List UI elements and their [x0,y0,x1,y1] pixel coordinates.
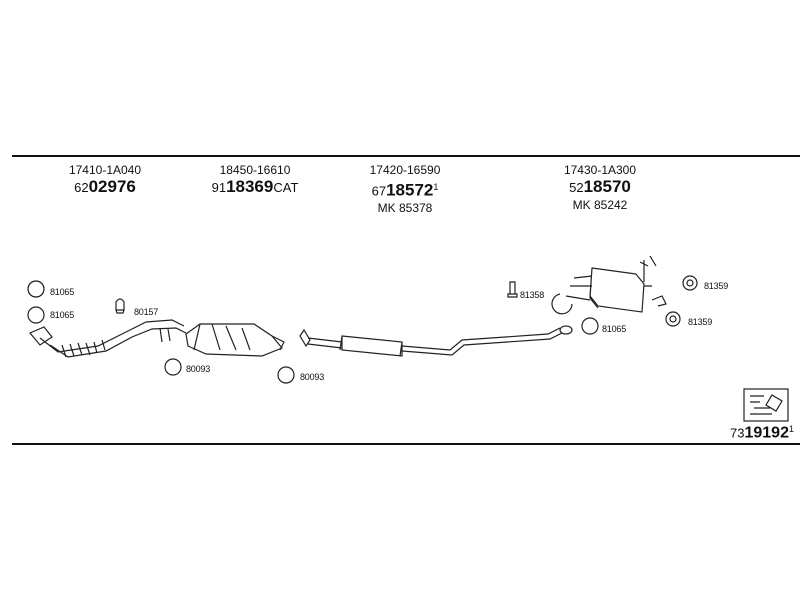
front-pipe [29,319,187,358]
oe-number: 18450-16610 [219,163,291,177]
reference-number: 73191921 [730,424,794,442]
part-number: 6202976 [74,177,136,196]
gasket-ring [27,306,45,324]
gasket-ring [581,317,599,335]
oe-number: 17430-1A300 [563,163,637,177]
part-column-1: 17410-1A040 6202976 [69,163,141,198]
gasket-ring [277,366,295,384]
catalytic-converter [185,323,283,357]
bottom-rule [12,443,800,445]
label-ring-81359-b: 81359 [688,317,713,327]
bolt-81358 [507,281,518,298]
part-column-2: 18450-16610 9118369CAT [212,163,299,198]
label-ring-81359-a: 81359 [704,281,729,291]
oe-number: 17420-16590 [369,163,441,177]
rear-muffler [589,267,645,313]
part-number: 67185721 [371,180,439,200]
gasket-ring [164,358,182,376]
top-rule [12,155,800,157]
label-gasket-81065-b: 81065 [50,310,75,320]
part-number: 9118369CAT [211,177,299,196]
oe-number: 17410-1A040 [68,163,142,177]
part-number: 5218570 [569,177,631,196]
part-column-3: 17420-16590 67185721 MK 85378 [370,163,441,215]
label-bolt-81358: 81358 [520,290,545,300]
label-gasket-80093-b: 80093 [300,372,325,382]
reference-icon [743,388,789,422]
label-gasket-80093-a: 80093 [186,364,211,374]
mk-number: MK 85242 [572,198,628,212]
mk-number: MK 85378 [377,201,433,216]
bolt-80157 [115,298,125,314]
label-bolt-80157: 80157 [134,307,159,317]
label-gasket-81065-a: 81065 [50,287,75,297]
intermediate-pipe [299,328,311,348]
center-silencer [339,335,403,357]
part-column-4: 17430-1A300 5218570 MK 85242 [564,163,636,212]
gasket-ring [665,311,681,327]
label-gasket-81065-c: 81065 [602,324,627,334]
gasket-ring [682,275,698,291]
